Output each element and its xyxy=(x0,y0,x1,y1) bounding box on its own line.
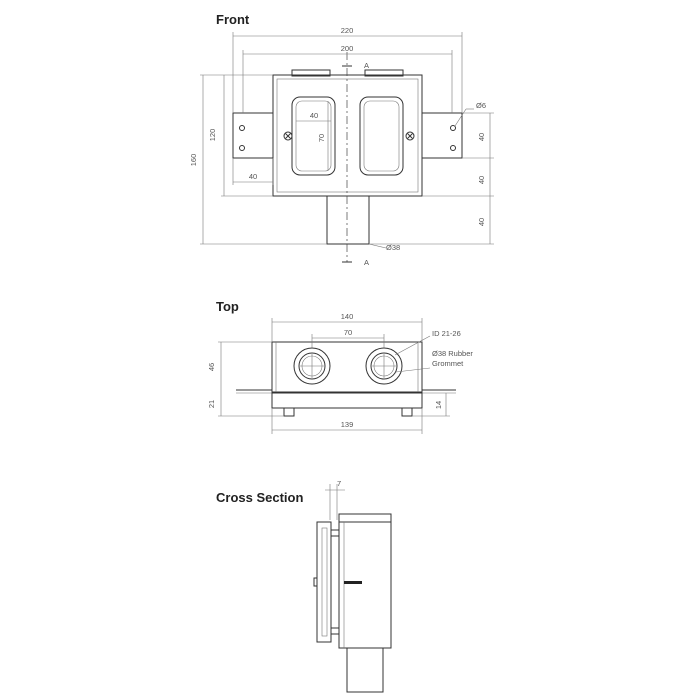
front-view: A A 220 200 40 70 120 160 40 xyxy=(189,26,494,267)
label-grommet-line2: Grommet xyxy=(432,359,464,368)
dim-14: 14 xyxy=(434,401,443,409)
dim-220: 220 xyxy=(341,26,354,35)
dim-120: 120 xyxy=(208,129,217,142)
dim-40-right-top: 40 xyxy=(477,133,486,141)
front-left-tab-hole-upper xyxy=(239,125,245,131)
dim-160: 160 xyxy=(189,154,198,167)
cross-outlet-pipe xyxy=(346,647,384,693)
front-left-tab xyxy=(232,112,274,159)
front-right-tab-hole-upper xyxy=(450,125,456,131)
front-left-tab-hole-lower xyxy=(239,145,245,151)
dim-70: 70 xyxy=(344,328,352,337)
front-screw-left xyxy=(283,131,293,141)
front-box-body xyxy=(272,74,423,197)
dim-21: 21 xyxy=(207,400,216,408)
dim-dia6: Ø6 xyxy=(476,101,486,110)
front-window-right xyxy=(359,96,404,176)
front-view-title: Front xyxy=(216,12,250,27)
front-box-inner-edge xyxy=(276,78,419,193)
front-top-ridge-left xyxy=(291,69,331,77)
front-screw-right xyxy=(405,131,415,141)
label-grommet-line1: Ø38 Rubber xyxy=(432,349,473,358)
dim-40-right-mid: 40 xyxy=(477,176,486,184)
cross-section-title: Cross Section xyxy=(216,490,304,505)
front-outlet-pipe xyxy=(326,195,370,245)
cross-front-plate xyxy=(316,521,332,643)
dim-40-tab: 40 xyxy=(249,172,257,181)
section-marker-top: A xyxy=(364,61,369,70)
dim-70-window: 70 xyxy=(317,134,326,142)
top-view: 140 70 46 21 14 139 ID 21-26 Ø38 Rubber … xyxy=(207,312,473,434)
top-view-title: Top xyxy=(216,299,239,314)
top-cover-plate xyxy=(271,392,423,409)
dim-140: 140 xyxy=(341,312,354,321)
front-right-tab xyxy=(421,112,463,159)
dim-46: 46 xyxy=(207,363,216,371)
dim-40-right-bottom: 40 xyxy=(477,218,486,226)
top-box-body xyxy=(271,341,423,393)
front-top-ridge-right xyxy=(364,69,404,77)
dim-139: 139 xyxy=(341,420,354,429)
dim-40-window: 40 xyxy=(310,111,318,120)
cross-plate-nub xyxy=(313,577,318,587)
dim-7: 7 xyxy=(337,479,341,488)
dim-200: 200 xyxy=(341,44,354,53)
front-window-left xyxy=(291,96,336,176)
label-id: ID 21-26 xyxy=(432,329,461,338)
dim-dia38: Ø38 xyxy=(386,243,400,252)
front-right-tab-hole-lower xyxy=(450,145,456,151)
cross-section-view: 7 xyxy=(313,479,392,693)
section-marker-bottom: A xyxy=(364,258,369,267)
top-plate-foot-left xyxy=(283,407,295,417)
top-plate-foot-right xyxy=(401,407,413,417)
cross-internal-spigot xyxy=(344,581,362,584)
